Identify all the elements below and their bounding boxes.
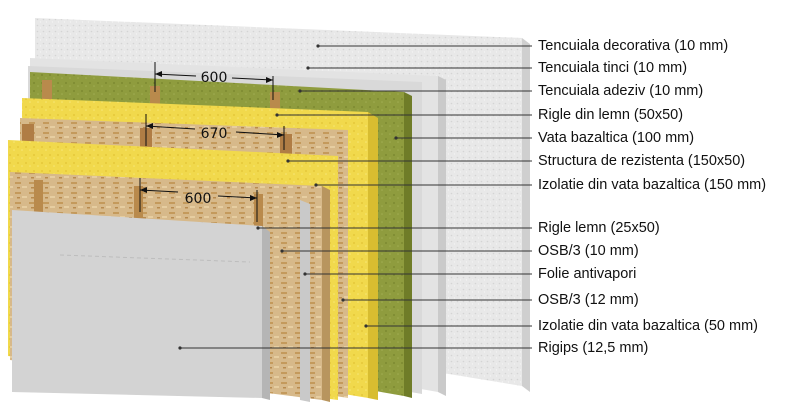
label-batten-50x50: Rigle din lemn (50x50) xyxy=(538,107,684,123)
dimension-bottom-label: 600 xyxy=(185,191,212,207)
layer-gypsum-board xyxy=(12,210,262,398)
layer-basalt-insulation-150-edge xyxy=(368,112,378,400)
label-structure: Structura de rezistenta (150x50) xyxy=(538,153,746,169)
dimension-bottom xyxy=(139,178,258,222)
label-batten-25x50: Rigle lemn (25x50) xyxy=(538,220,660,236)
layer-decorative-plaster-edge xyxy=(522,38,530,392)
dimension-top-label: 600 xyxy=(201,70,228,86)
label-insulation-50: Izolatie din vata bazaltica (50 mm) xyxy=(538,318,759,334)
dimension-middle xyxy=(145,114,285,150)
label-vapor-barrier: Folie antivapori xyxy=(538,266,637,282)
label-gypsum: Rigips (12,5 mm) xyxy=(538,340,649,356)
label-adhesive-plaster: Tencuiala adeziv (10 mm) xyxy=(538,83,704,99)
label-basalt-wool-100: Vata bazaltica (100 mm) xyxy=(538,130,695,146)
layer-gypsum-board-edge xyxy=(262,226,270,400)
label-decorative-plaster: Tencuiala decorativa (10 mm) xyxy=(538,38,729,54)
dimension-top xyxy=(154,62,274,100)
layer-vapor-barrier xyxy=(300,200,310,402)
layer-basalt-wool-100-edge xyxy=(404,92,412,398)
gypsum-seam xyxy=(59,254,251,263)
label-insulation-150: Izolatie din vata bazaltica (150 mm) xyxy=(538,177,767,193)
layer-osb-10-edge xyxy=(322,186,330,402)
dimension-middle-label: 670 xyxy=(201,126,228,142)
layer-base-plaster-edge xyxy=(438,76,446,396)
label-osb-12: OSB/3 (12 mm) xyxy=(538,292,639,308)
label-osb-10: OSB/3 (10 mm) xyxy=(538,243,639,259)
leader-dots xyxy=(178,44,398,350)
leader-lines xyxy=(180,45,532,349)
label-base-plaster: Tencuiala tinci (10 mm) xyxy=(538,60,688,76)
